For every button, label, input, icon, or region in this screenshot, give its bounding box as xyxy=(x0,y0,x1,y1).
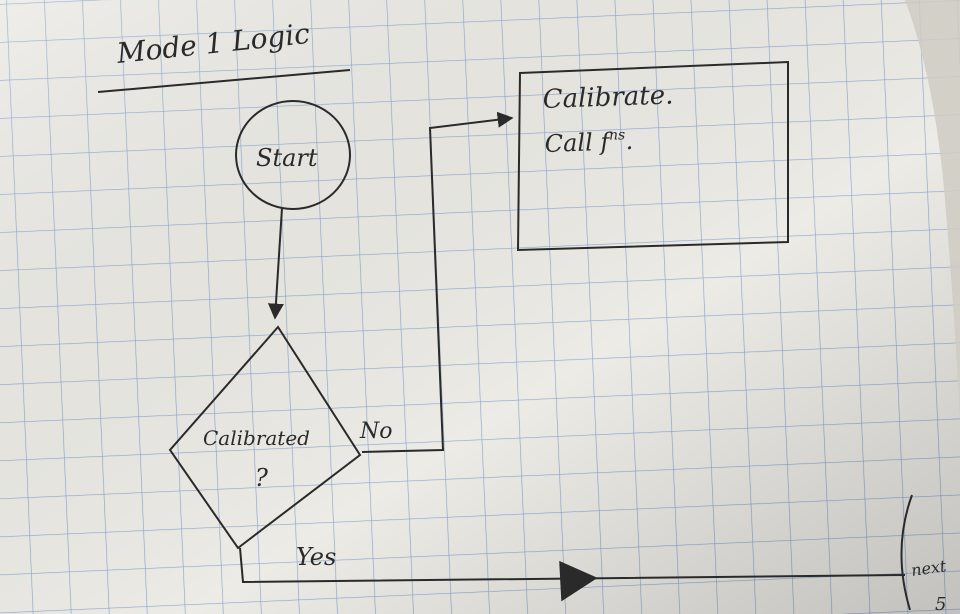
process-node xyxy=(516,60,789,252)
title-underline xyxy=(97,69,351,93)
no-label: No xyxy=(359,419,393,444)
yes-label: Yes xyxy=(296,543,336,571)
yes-arrowhead xyxy=(559,560,598,602)
process-label-line1: Calibrate. xyxy=(542,80,674,115)
process-label-line2-text: Call fns. xyxy=(544,127,633,158)
decision-node xyxy=(168,325,362,550)
start-label: Start xyxy=(256,144,318,172)
start-to-decision-line xyxy=(267,207,284,320)
process-label-superscript: ns xyxy=(609,127,626,144)
decision-label-line2: ? xyxy=(255,464,268,492)
next-note-line1: next xyxy=(910,556,948,580)
no-branch-line xyxy=(361,111,514,453)
page-edge xyxy=(905,0,960,420)
next-note-line2: 5 xyxy=(935,594,946,614)
yes-branch-line xyxy=(239,547,906,584)
start-node xyxy=(235,100,351,210)
next-bracket xyxy=(900,494,913,611)
process-label-line2-end: . xyxy=(625,127,634,155)
process-label-line2: Call f xyxy=(544,128,614,158)
decision-label-line1: Calibrated xyxy=(203,426,310,450)
